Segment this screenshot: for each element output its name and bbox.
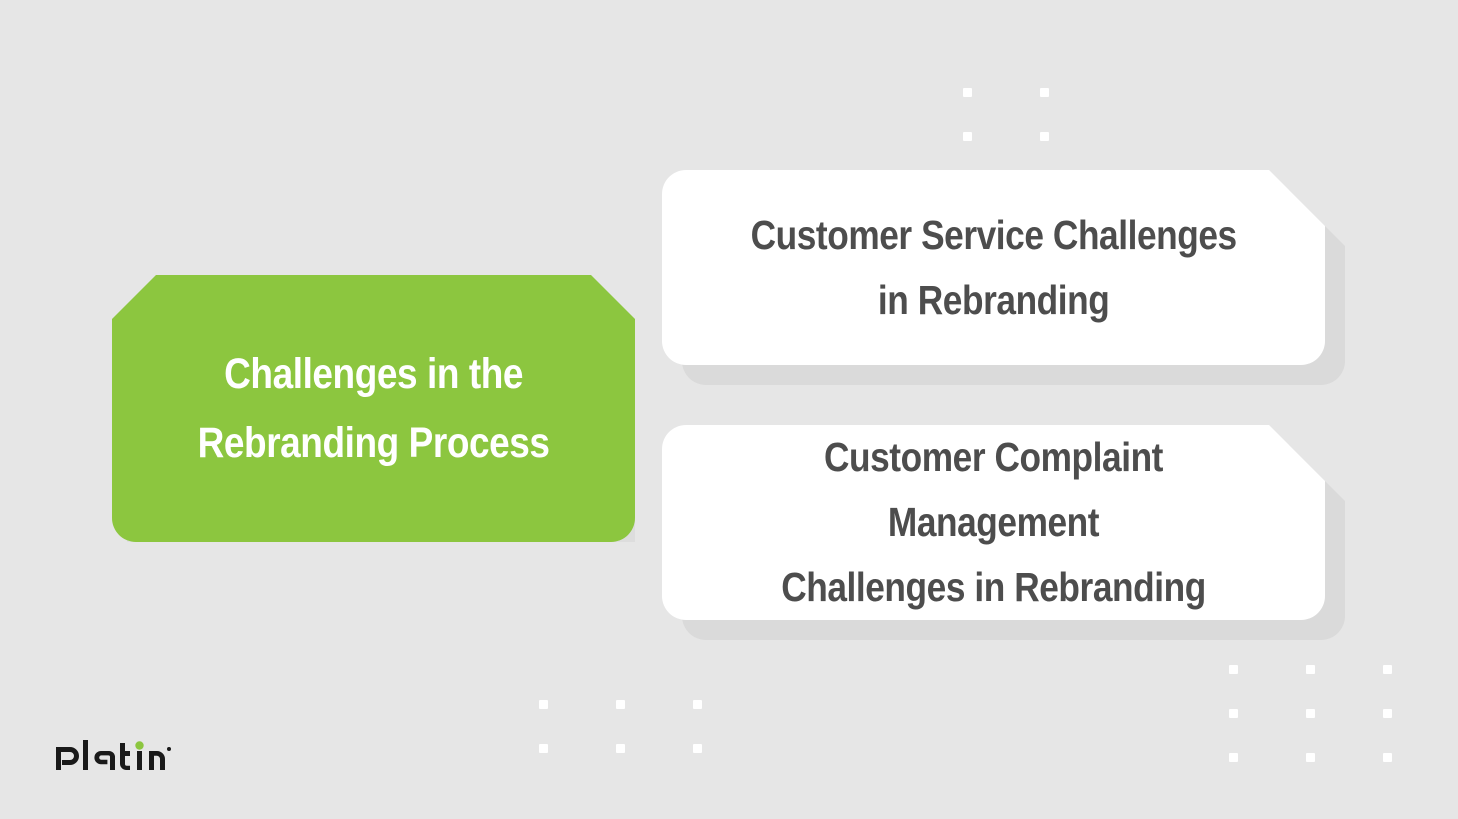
decorative-dot-grid-bottom-right — [1229, 665, 1392, 762]
platin-logo-icon — [56, 740, 171, 770]
content-card-customer-complaint-management[interactable]: Customer Complaint Management Challenges… — [662, 425, 1325, 620]
logo-accent-dot — [135, 741, 144, 750]
dot — [616, 744, 625, 753]
dot — [693, 744, 702, 753]
logo-trademark-dot — [167, 747, 171, 751]
platin-logo — [54, 740, 172, 771]
dot — [1229, 709, 1238, 718]
dot — [616, 700, 625, 709]
card-surface[interactable]: Customer Service Challenges in Rebrandin… — [662, 170, 1325, 365]
dot — [1306, 665, 1315, 674]
dot — [539, 744, 548, 753]
dot — [963, 88, 972, 97]
dot — [1383, 709, 1392, 718]
dot — [1306, 709, 1315, 718]
dot — [1306, 753, 1315, 762]
decorative-dot-grid-bottom-left — [539, 700, 702, 753]
decorative-dot-grid-top — [963, 88, 1049, 141]
content-card-customer-service-challenges[interactable]: Customer Service Challenges in Rebrandin… — [662, 170, 1325, 365]
dot — [1229, 753, 1238, 762]
dot — [1040, 88, 1049, 97]
dot — [1229, 665, 1238, 674]
content-card-title: Customer Service Challenges in Rebrandin… — [750, 211, 1237, 323]
dot — [693, 700, 702, 709]
dot — [963, 132, 972, 141]
dot — [1040, 132, 1049, 141]
content-card-title: Customer Complaint Management Challenges… — [781, 434, 1206, 610]
dot — [539, 700, 548, 709]
dot — [1383, 753, 1392, 762]
section-title-card: Challenges in the Rebranding Process — [112, 275, 635, 542]
section-title-text: Challenges in the Rebranding Process — [197, 349, 550, 467]
card-surface[interactable]: Customer Complaint Management Challenges… — [662, 425, 1325, 620]
dot — [1383, 665, 1392, 674]
